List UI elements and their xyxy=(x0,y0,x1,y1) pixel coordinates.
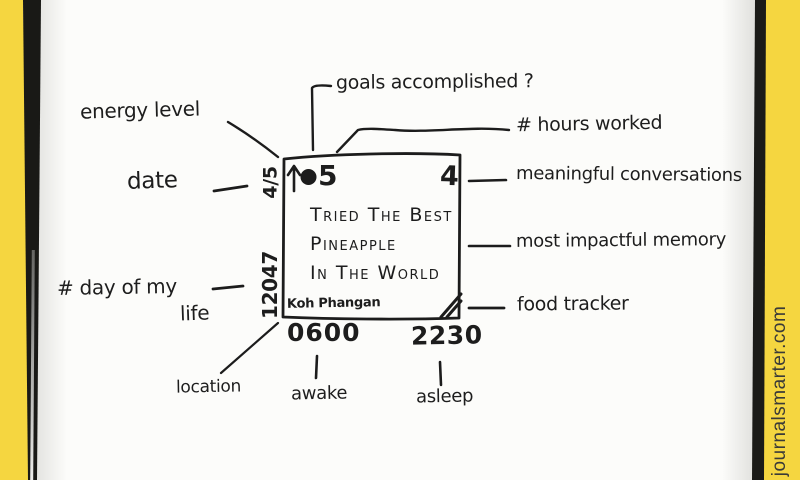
label-date: date xyxy=(126,167,179,195)
memory-line-1: Tried The Best xyxy=(310,204,453,226)
label-hours-worked: # hours worked xyxy=(515,111,663,137)
page-curve-shadow-right xyxy=(722,0,755,480)
hours-worked-line xyxy=(335,127,511,154)
label-most-impactful-memory: most impactful memory xyxy=(515,229,727,252)
label-food-tracker: food tracker xyxy=(516,292,629,316)
memory-line-2: Pineapple xyxy=(310,233,397,255)
energy-level-line xyxy=(226,120,280,159)
day-of-life-line xyxy=(211,284,245,291)
label-day-of-my-life-cont: life xyxy=(179,300,210,326)
date-value: 4/5 xyxy=(259,166,282,199)
location-value: Koh Phangan xyxy=(286,295,381,312)
label-meaningful-conversations: meaningful conversations xyxy=(515,163,742,186)
asleep-time-value: 2230 xyxy=(410,320,483,351)
location-line xyxy=(219,321,280,375)
energy-up-arrow-icon xyxy=(286,164,302,193)
goal-dot-icon xyxy=(300,169,317,185)
page-curve-shadow-left xyxy=(37,0,67,480)
meaningful-conversations-line xyxy=(467,178,508,183)
label-awake: awake xyxy=(290,382,348,405)
day-number-value: 12047 xyxy=(258,250,282,320)
energy-level-value: 5 xyxy=(318,159,338,192)
memory-line-3: In The World xyxy=(310,262,441,284)
label-day-of-my-life: # day of my xyxy=(56,273,178,301)
label-energy-level: energy level xyxy=(79,96,201,124)
food-tracker-corner-triangle xyxy=(439,292,463,319)
book-edge-left xyxy=(23,0,41,480)
date-line xyxy=(212,184,249,193)
impactful-memory-text: Tried The Best Pineapple In The World xyxy=(310,201,453,288)
awake-tick xyxy=(314,354,319,380)
label-location: location xyxy=(175,376,242,398)
meaningful-conversations-value: 4 xyxy=(439,160,460,193)
label-asleep: asleep xyxy=(415,385,474,408)
label-goals-accomplished: goals accomplished ? xyxy=(335,70,534,94)
awake-time-value: 0600 xyxy=(287,318,361,347)
journal-card-box xyxy=(281,152,462,321)
goals-accomplished-line xyxy=(310,84,333,152)
asleep-tick xyxy=(438,360,443,387)
